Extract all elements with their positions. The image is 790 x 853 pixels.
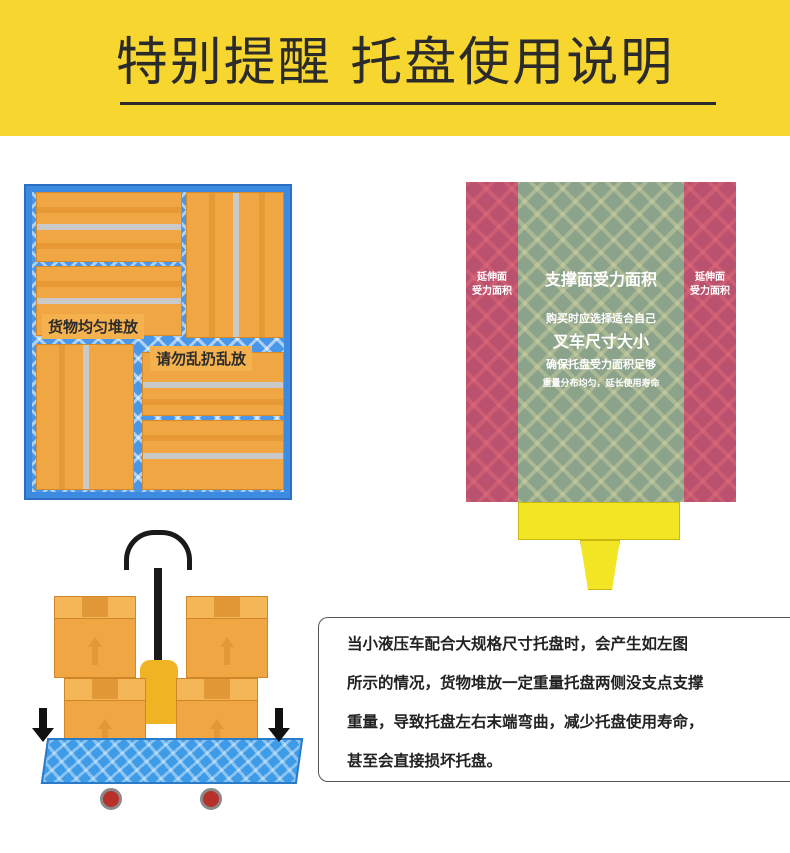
pallet-load-area-illustration: 延伸面 受力面积 延伸面 受力面积 支撑面受力面积 购买时应选择适合自己 叉车尺… bbox=[466, 182, 736, 502]
label-stack-evenly: 货物均匀堆放 bbox=[42, 314, 145, 339]
box-stripe bbox=[259, 193, 265, 337]
support-note-4: 重量分布均匀，延长使用寿命 bbox=[542, 379, 660, 389]
box-tape bbox=[233, 193, 239, 337]
box-tape bbox=[143, 382, 283, 388]
carton-tape bbox=[82, 597, 108, 617]
support-zone-center bbox=[518, 182, 684, 502]
pallet-jack-shaft bbox=[154, 568, 162, 662]
plastic-pallet bbox=[40, 738, 304, 784]
side-zone-right bbox=[684, 182, 736, 502]
box-stripe bbox=[37, 207, 181, 213]
support-note-1: 购买时应选择适合自己 bbox=[546, 312, 656, 325]
box-stripe bbox=[37, 243, 181, 249]
side-left-label-2: 受力面积 bbox=[472, 286, 512, 297]
cargo-box bbox=[142, 420, 284, 490]
side-right-label-2: 受力面积 bbox=[690, 286, 730, 297]
explanation-line-4: 甚至会直接损坏托盘。 bbox=[347, 752, 503, 770]
title-underline bbox=[120, 102, 716, 105]
box-stripe bbox=[209, 193, 215, 337]
side-left-label-1: 延伸面 bbox=[477, 272, 507, 283]
wheel-icon bbox=[200, 788, 222, 810]
up-arrow-icon bbox=[220, 637, 234, 665]
support-note-2: 叉车尺寸大小 bbox=[552, 332, 649, 351]
side-zone-left bbox=[466, 182, 518, 502]
box-tape bbox=[143, 453, 283, 459]
header-banner: 特别提醒 托盘使用说明 bbox=[0, 0, 790, 136]
down-arrow-icon bbox=[268, 708, 290, 742]
support-area-title: 支撑面受力面积 bbox=[544, 270, 657, 289]
up-arrow-icon bbox=[88, 637, 102, 665]
box-tape bbox=[37, 224, 181, 230]
box-stripe bbox=[143, 399, 283, 405]
box-tape bbox=[83, 345, 89, 489]
up-arrow-icon bbox=[98, 719, 112, 747]
box-stripe bbox=[59, 345, 65, 489]
wheel-icon bbox=[100, 788, 122, 810]
cargo-box bbox=[36, 192, 182, 262]
box-stripe bbox=[143, 435, 283, 441]
carton-box bbox=[54, 596, 136, 678]
pallet-jack-pump bbox=[140, 660, 178, 724]
up-arrow-icon bbox=[210, 719, 224, 747]
down-arrow-icon bbox=[32, 708, 54, 742]
cargo-box bbox=[186, 192, 284, 338]
carton-tape bbox=[204, 679, 230, 699]
forklift-fork-stem bbox=[580, 540, 620, 590]
side-right-label-1: 延伸面 bbox=[695, 272, 725, 283]
explanation-line-3: 重量，导致托盘左右末端弯曲，减少托盘使用寿命， bbox=[347, 713, 704, 731]
cargo-box bbox=[36, 344, 134, 490]
label-no-random-stacking: 请勿乱扔乱放 bbox=[150, 346, 253, 371]
explanation-line-1: 当小液压车配合大规格尺寸托盘时，会产生如左图 bbox=[347, 635, 689, 653]
explanation-line-2: 所示的情况，货物堆放一定重量托盘两侧没支点支撑 bbox=[347, 674, 704, 692]
pallet-stacking-illustration: 货物均匀堆放 请勿乱扔乱放 bbox=[24, 184, 292, 500]
box-tape bbox=[37, 298, 181, 304]
page-title: 特别提醒 托盘使用说明 bbox=[115, 33, 675, 93]
support-note-3: 确保托盘受力面积足够 bbox=[546, 358, 656, 371]
carton-tape bbox=[92, 679, 118, 699]
forklift-fork bbox=[518, 502, 680, 540]
carton-tape bbox=[214, 597, 240, 617]
carton-box bbox=[186, 596, 268, 678]
explanation-box: 当小液压车配合大规格尺寸托盘时，会产生如左图 所示的情况，货物堆放一定重量托盘两… bbox=[318, 617, 790, 782]
box-stripe bbox=[37, 281, 181, 287]
pallet-jack-handle bbox=[124, 530, 192, 570]
